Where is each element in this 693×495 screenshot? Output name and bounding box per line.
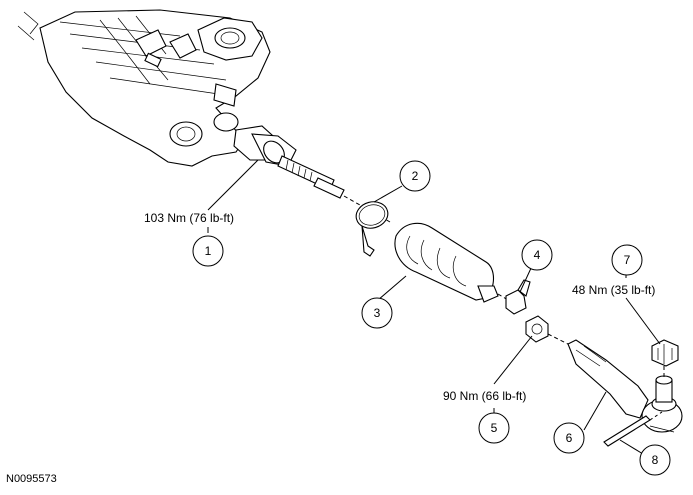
- inner-tie-rod: [233, 125, 391, 223]
- callout-7: 7: [611, 244, 643, 276]
- callout-8: 8: [639, 444, 671, 476]
- callout-4: 4: [521, 239, 553, 271]
- callout-3: 3: [361, 297, 393, 329]
- castle-nut: [651, 339, 679, 380]
- callout-number: 1: [205, 244, 212, 258]
- torque-label-5: 90 Nm (66 lb-ft): [443, 389, 526, 403]
- callout-number: 7: [624, 253, 631, 267]
- callout-number: 2: [412, 169, 419, 183]
- callout-number: 8: [652, 453, 659, 467]
- callout-1: 1: [192, 235, 224, 267]
- callout-5: 5: [478, 412, 510, 444]
- callout-number: 3: [374, 306, 381, 320]
- steering-gear-housing: [17, 9, 271, 167]
- callout-6: 6: [553, 422, 585, 454]
- callout-2: 2: [399, 160, 431, 192]
- cotter-pin: [603, 411, 663, 447]
- steering-boot: [394, 222, 509, 303]
- figure-id: N0095573: [6, 473, 57, 485]
- torque-label-1: 103 Nm (76 lb-ft): [144, 211, 234, 225]
- boot-clamp: [355, 201, 389, 257]
- leader-lines: [207, 159, 661, 455]
- outer-boot-clamp: [505, 279, 531, 315]
- torque-label-7: 48 Nm (35 lb-ft): [572, 283, 655, 297]
- outer-tie-rod-end: [567, 339, 683, 433]
- callout-number: 4: [534, 248, 541, 262]
- callout-number: 6: [566, 431, 573, 445]
- jam-nut: [525, 315, 569, 345]
- callout-number: 5: [491, 421, 498, 435]
